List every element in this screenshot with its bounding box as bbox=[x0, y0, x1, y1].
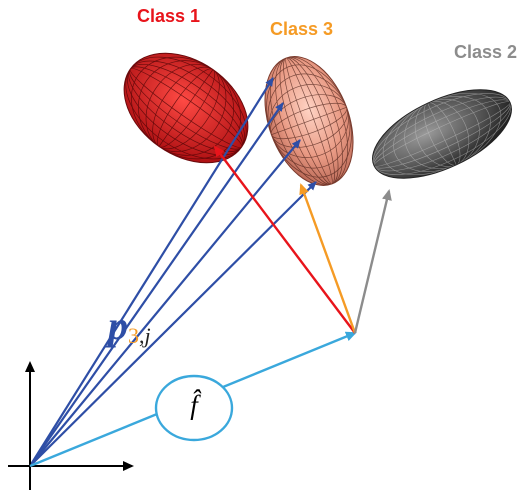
class-2-label: Class 2 bbox=[454, 42, 518, 62]
feature-vector-4 bbox=[29, 181, 317, 467]
f-hat-circle bbox=[154, 374, 234, 442]
feature-vectors bbox=[29, 77, 317, 467]
feature-letter: p bbox=[108, 303, 128, 348]
feature-vector-label: p3,j bbox=[108, 302, 151, 349]
coordinate-axes bbox=[8, 361, 134, 490]
f-hat-label: f̂ bbox=[190, 390, 198, 420]
feature-subscript-var: j bbox=[144, 323, 151, 349]
feature-subscript-index: 3 bbox=[128, 323, 139, 349]
ellipsoid-class-2 bbox=[372, 89, 512, 179]
class-3-label: Class 3 bbox=[270, 19, 334, 39]
feature-vector-3 bbox=[29, 139, 301, 467]
ellipsoid-class-1 bbox=[123, 52, 249, 164]
class-2-vector bbox=[353, 189, 392, 334]
feature-vector-2 bbox=[29, 102, 284, 467]
feature-subscript-sep: , bbox=[139, 323, 145, 349]
class-3-vector bbox=[299, 183, 357, 334]
class-1-label: Class 1 bbox=[137, 6, 201, 26]
class-1-vector bbox=[213, 145, 356, 334]
feature-vector-1 bbox=[29, 77, 274, 467]
ellipsoid-class-3 bbox=[264, 56, 354, 186]
